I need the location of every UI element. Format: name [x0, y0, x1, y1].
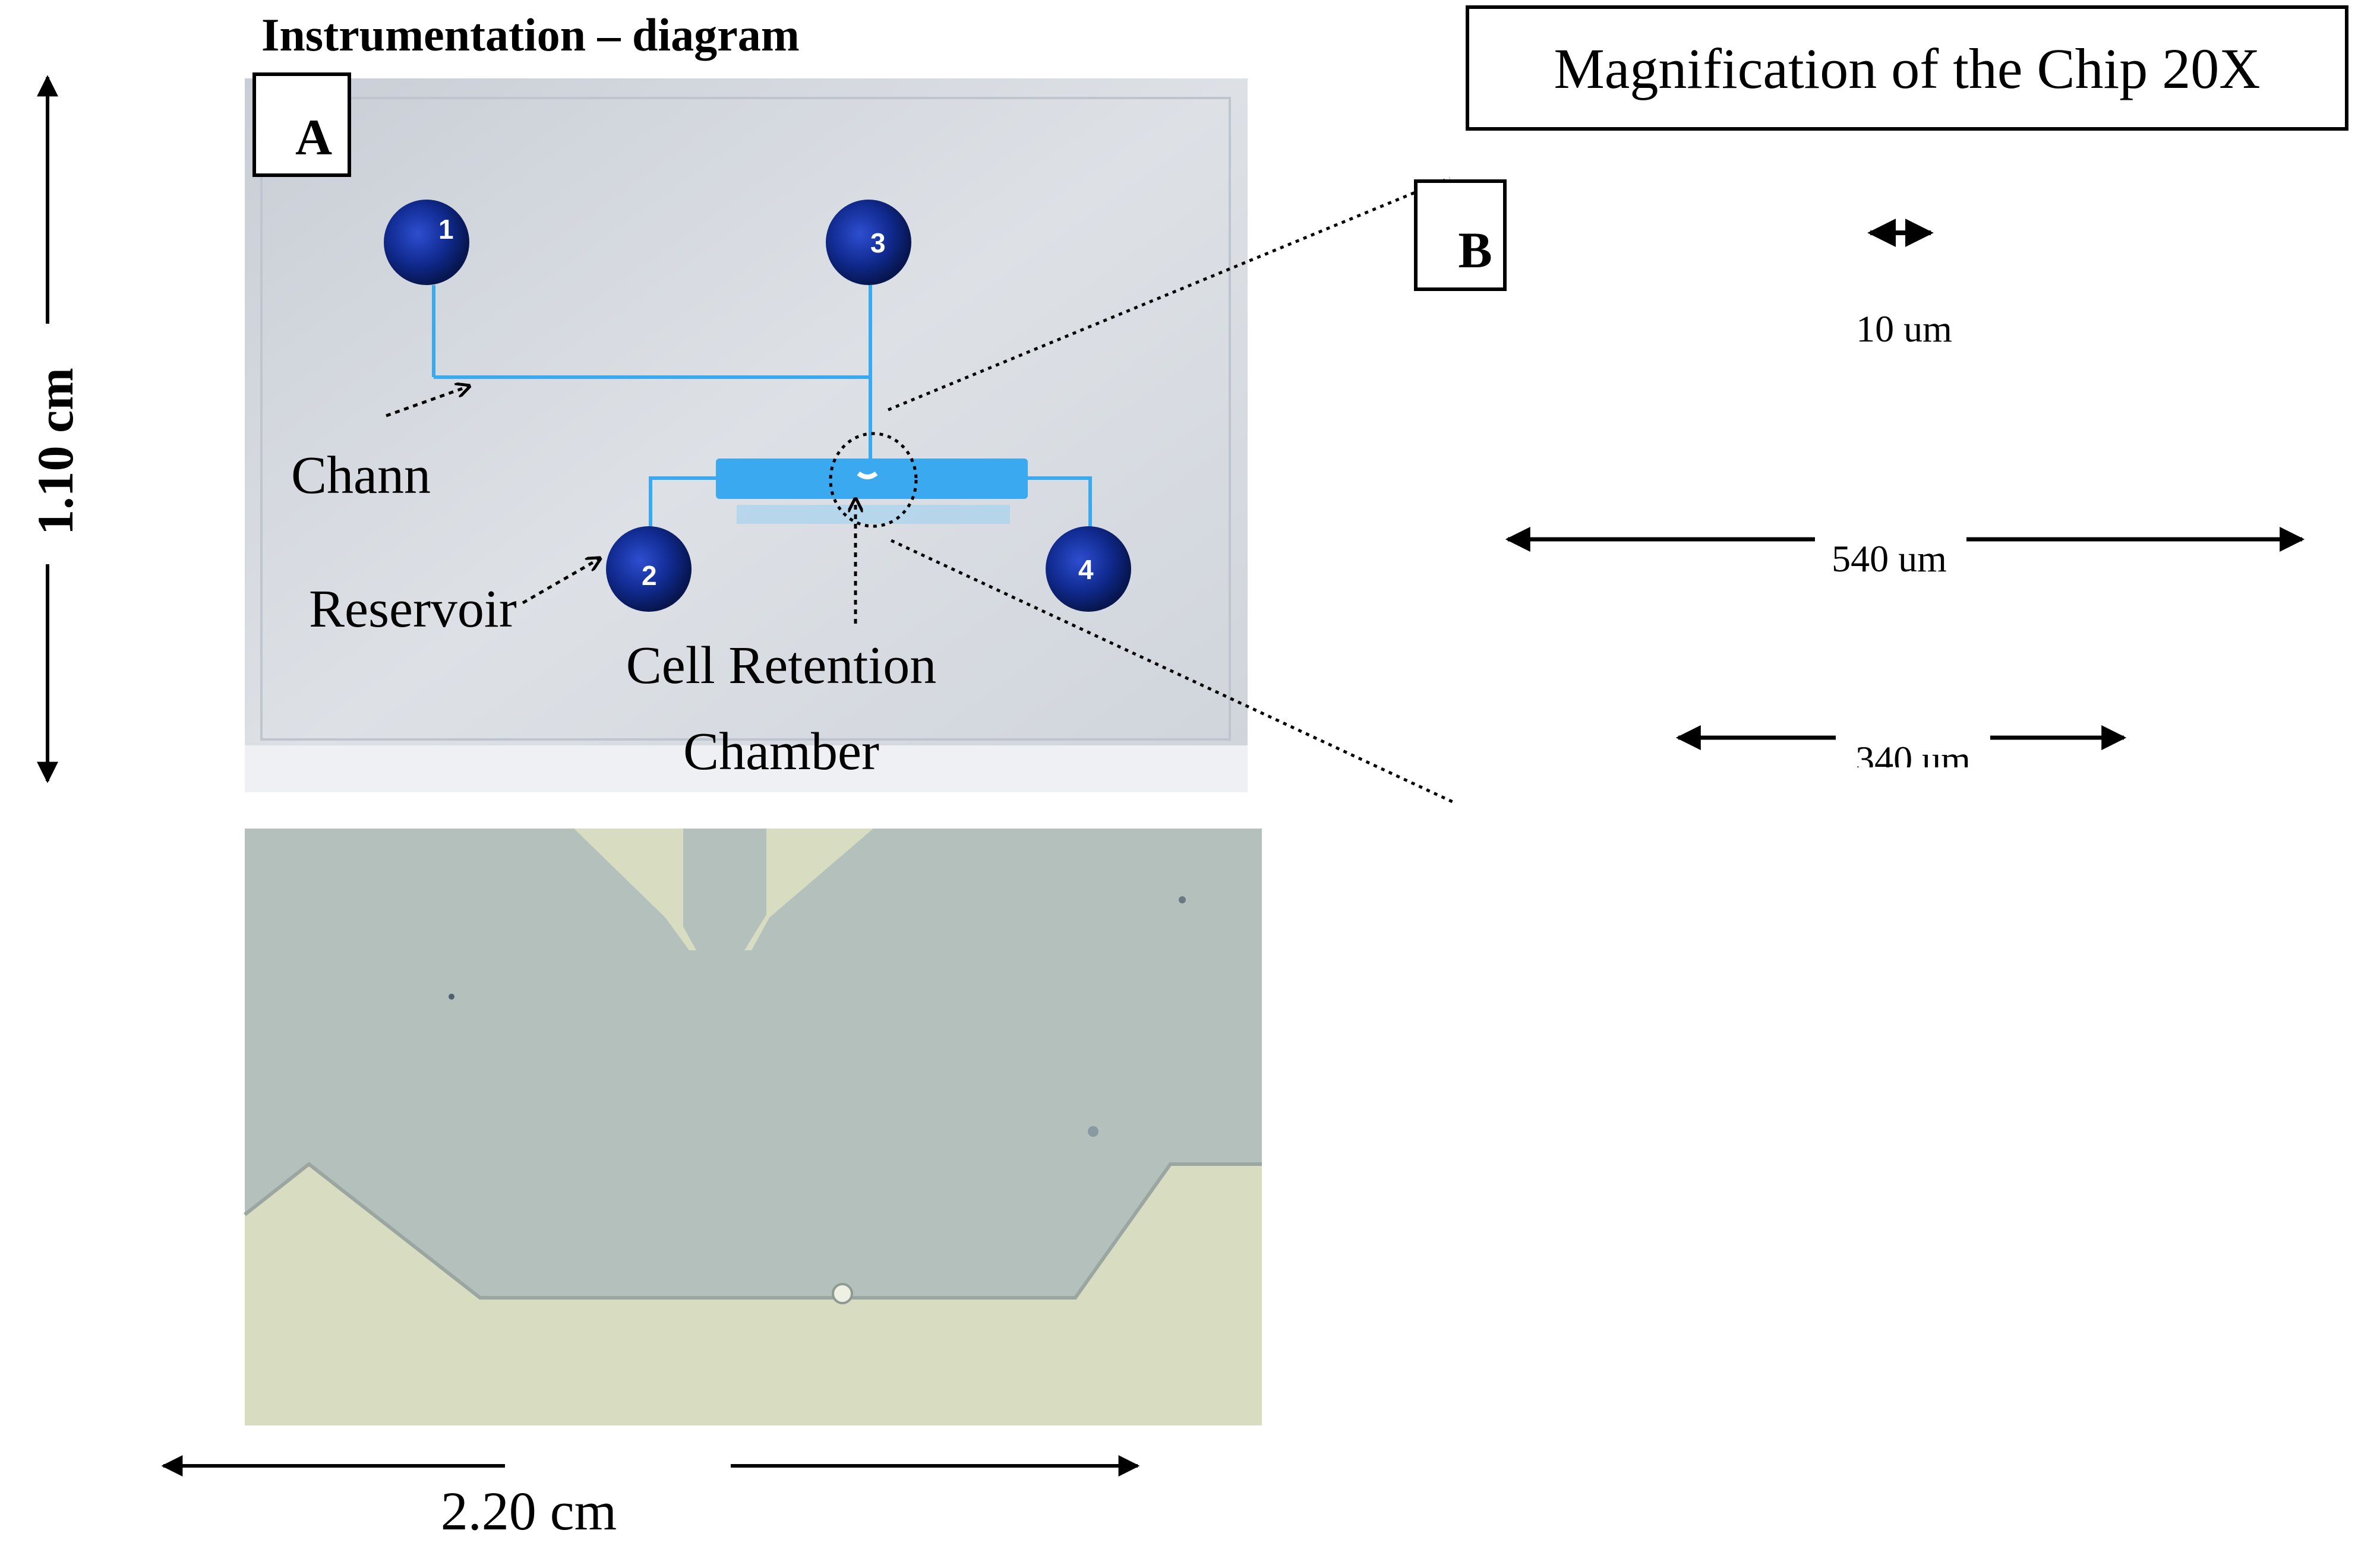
magnification-box: [1466, 5, 2348, 131]
reservoir-label: Reservoir: [309, 580, 517, 638]
reservoir-2: 2: [606, 526, 692, 612]
zoom-line-bottom: [890, 539, 1454, 804]
chip-photo: 1 3 2 4 Chann Reservoir Cell Retention C…: [245, 72, 1248, 792]
scale-10um-label: 10 um: [1856, 308, 1952, 350]
chamber-shadow: [737, 505, 1010, 524]
chamber-wall-edge: [244, 1162, 1262, 1300]
chip-micrograph: [244, 829, 1262, 1425]
reservoir-4-number: 4: [1078, 554, 1094, 585]
trapped-cell: [857, 471, 878, 479]
zoom-line-top: [888, 176, 1450, 412]
debris-spot-1: [1179, 896, 1186, 903]
panel-a-label: A: [295, 109, 332, 166]
scale-10um: 10 um: [1856, 219, 1952, 350]
height-label: 1.10 cm: [27, 368, 84, 535]
chamber-label: Chamber: [683, 722, 879, 781]
magnification-label: Magnification of the Chip 20X: [1554, 37, 2260, 100]
reservoir-1: 1: [384, 200, 469, 285]
panel-b-box: [1414, 179, 1507, 291]
scale-540um: 540 um: [1505, 527, 2305, 580]
reservoir-4: 4: [1046, 526, 1131, 612]
reservoir-2-number: 2: [642, 560, 657, 591]
panel-a-box: [252, 72, 351, 177]
chip-inner-outline: [260, 97, 1231, 741]
inlet-wall-left: [574, 829, 696, 950]
chip-glass-edge: [245, 745, 1248, 792]
trapped-cell-micrograph: [832, 1283, 853, 1304]
label-clip-mask: [1842, 767, 1990, 791]
cell-retention-label: Cell Retention: [626, 636, 936, 695]
chamber-wall-bottom: [245, 1164, 1262, 1425]
debris-spot-3: [1088, 1126, 1098, 1137]
scale-340um: 340 um: [1675, 725, 2127, 791]
cell-retention-chamber: [716, 459, 1028, 499]
inlet-wall-right: [744, 829, 873, 950]
chip-background: [245, 78, 1248, 792]
debris-spot-2: [449, 994, 454, 1000]
zoom-circle: [829, 432, 918, 528]
reservoir-3: 3: [826, 200, 911, 285]
figure-title: Instrumentation – diagram: [261, 9, 800, 61]
panel-b-label: B: [1458, 222, 1492, 279]
width-label: 2.20 cm: [441, 1481, 617, 1541]
width-dimension: 2.20 cm: [161, 1455, 1140, 1541]
reservoir-3-number: 3: [870, 227, 886, 258]
reservoir-1-number: 1: [438, 214, 454, 245]
height-dimension: 1.10 cm: [27, 75, 84, 783]
channel-label: Chann: [291, 446, 431, 505]
scale-540um-label: 540 um: [1832, 538, 1947, 580]
